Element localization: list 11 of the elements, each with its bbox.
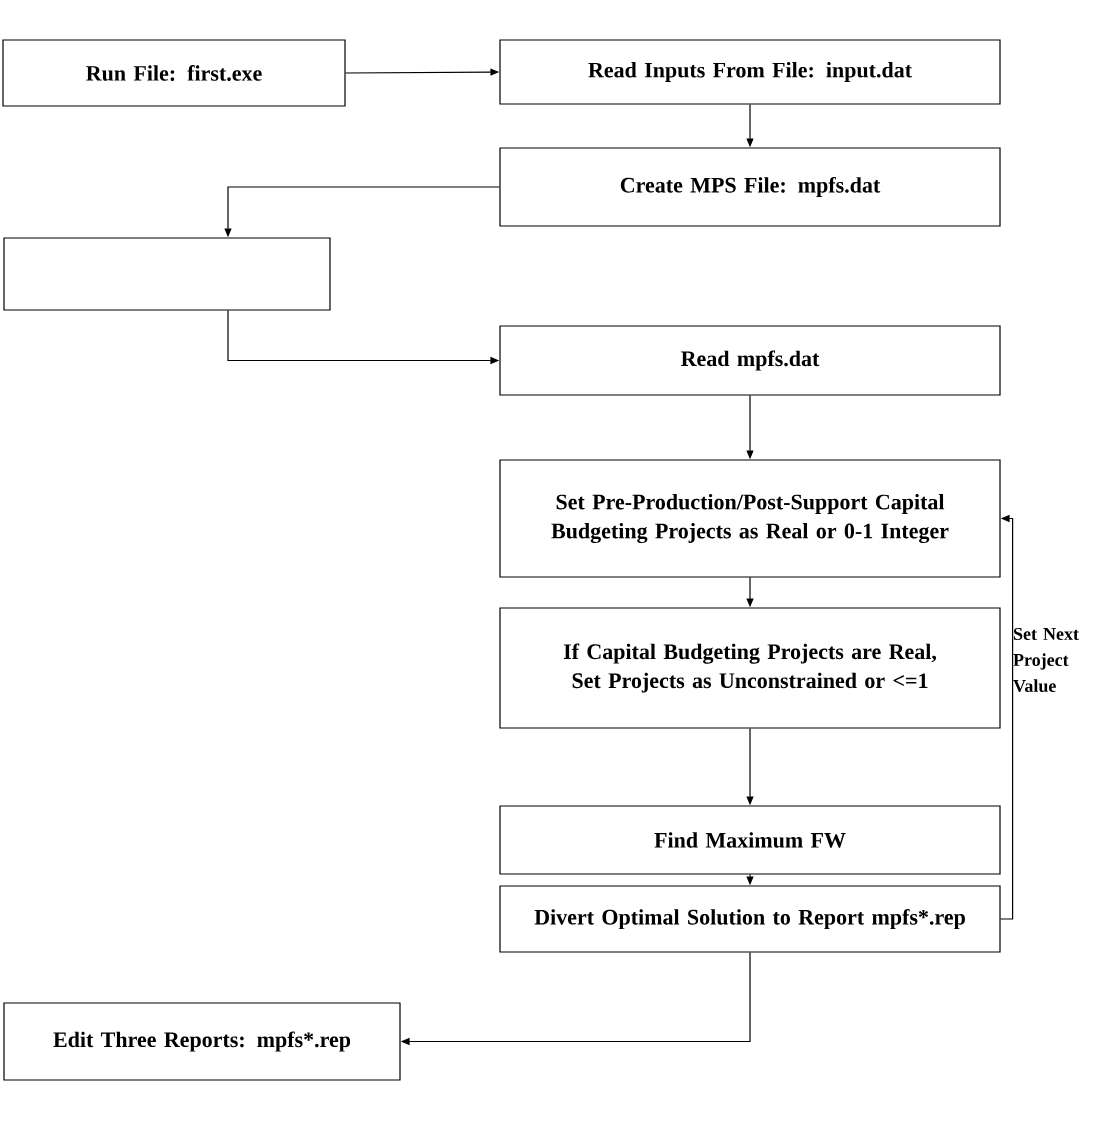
process-box: Divert Optimal Solution to Report mpfs*.rep [499,885,1001,953]
process-box: Read Inputs From File: input.dat [499,39,1001,105]
process-box: Edit Three Reports: mpfs*.rep [3,1002,401,1081]
process-box: Read mpfs.dat [499,325,1001,396]
process-box: Set Pre-Production/Post-Support Capital Budgeting Projects as Real or 0-1 Integer [499,459,1001,578]
process-box: Run File: first.exe [2,39,346,107]
process-box [3,237,331,311]
process-box: Find Maximum FW [499,805,1001,875]
process-box: Create MPS File: mpfs.dat [499,147,1001,227]
process-box: If Capital Budgeting Projects are Real, Set Projects as Unconstrained or <=1 [499,607,1001,729]
edge-label: Set Next Project Value [1013,627,1079,693]
